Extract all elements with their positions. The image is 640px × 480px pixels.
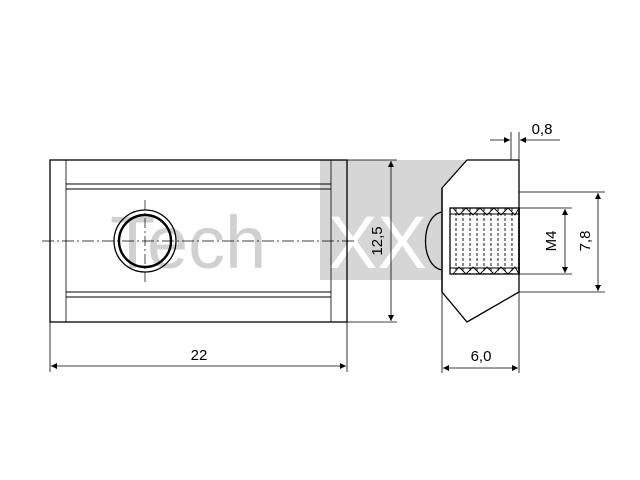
threaded-bore xyxy=(449,207,520,275)
dim-thread-height xyxy=(519,191,605,293)
dim-thread-label: M4 xyxy=(543,231,560,252)
dim-height-label: 12,5 xyxy=(369,226,386,255)
watermark-brand: Tech xyxy=(110,201,266,284)
dim-thread-height-label: 7,8 xyxy=(577,231,594,252)
dim-height xyxy=(347,159,397,323)
watermark: Tech XX xyxy=(110,160,480,284)
dim-width xyxy=(441,274,520,373)
side-view xyxy=(424,159,520,323)
dim-flange xyxy=(490,132,560,160)
watermark-mark: XX xyxy=(328,201,427,284)
dim-flange-label: 0,8 xyxy=(532,121,553,138)
dim-width-label: 6,0 xyxy=(471,348,492,365)
spring-ball xyxy=(424,211,443,271)
dim-thread xyxy=(519,207,572,275)
dim-length-label: 22 xyxy=(191,347,208,364)
thread-lines xyxy=(450,207,520,275)
front-view xyxy=(42,159,356,323)
dim-length xyxy=(49,322,348,372)
